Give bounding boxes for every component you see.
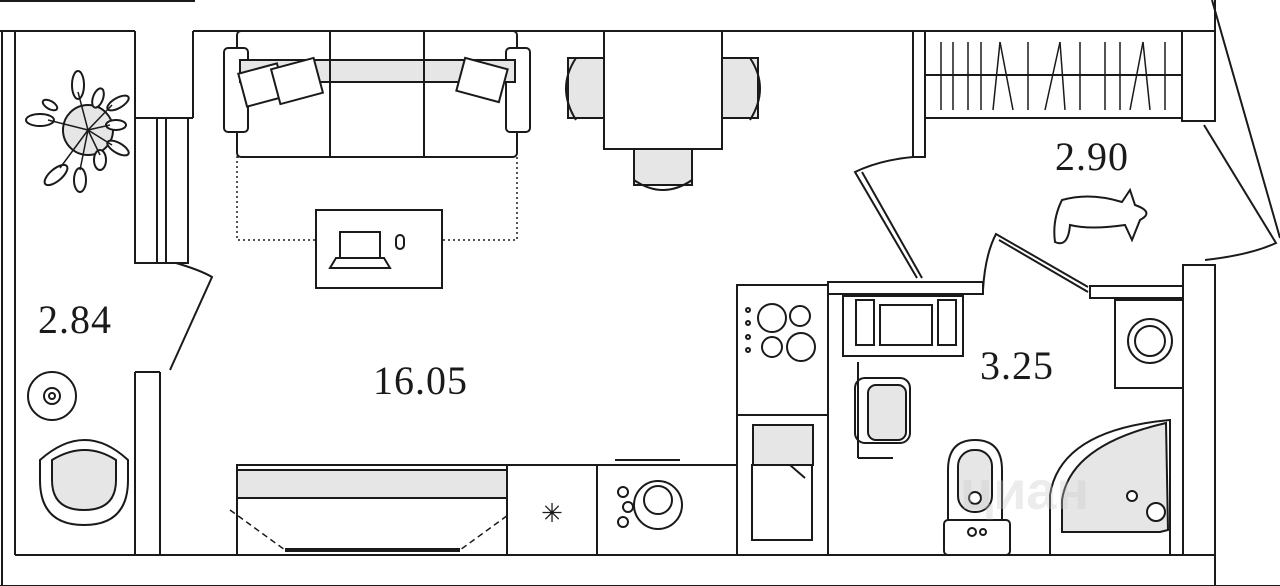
freezer-icon: ✳	[541, 499, 563, 528]
rug	[236, 156, 518, 241]
bathroom-fixtures	[842, 295, 1184, 556]
round-table-icon	[27, 371, 77, 421]
room-area-balcony: 2.84	[38, 297, 112, 342]
washer-icon	[615, 459, 683, 530]
dog-icon	[1053, 187, 1148, 245]
wardrobe-icon	[924, 30, 1183, 119]
plant-icon	[25, 70, 130, 193]
room-area-living-room: 16.05	[373, 358, 468, 403]
armchair-icon	[39, 439, 129, 527]
laptop-desk-icon	[315, 209, 443, 289]
sofa-icon	[223, 30, 531, 158]
kitchen: ✳	[229, 284, 829, 556]
watermark: циан	[960, 461, 1090, 521]
room-area-hallway: 2.90	[1055, 134, 1129, 179]
dining-table-icon	[565, 30, 761, 191]
room-area-bathroom: 3.25	[980, 343, 1054, 388]
